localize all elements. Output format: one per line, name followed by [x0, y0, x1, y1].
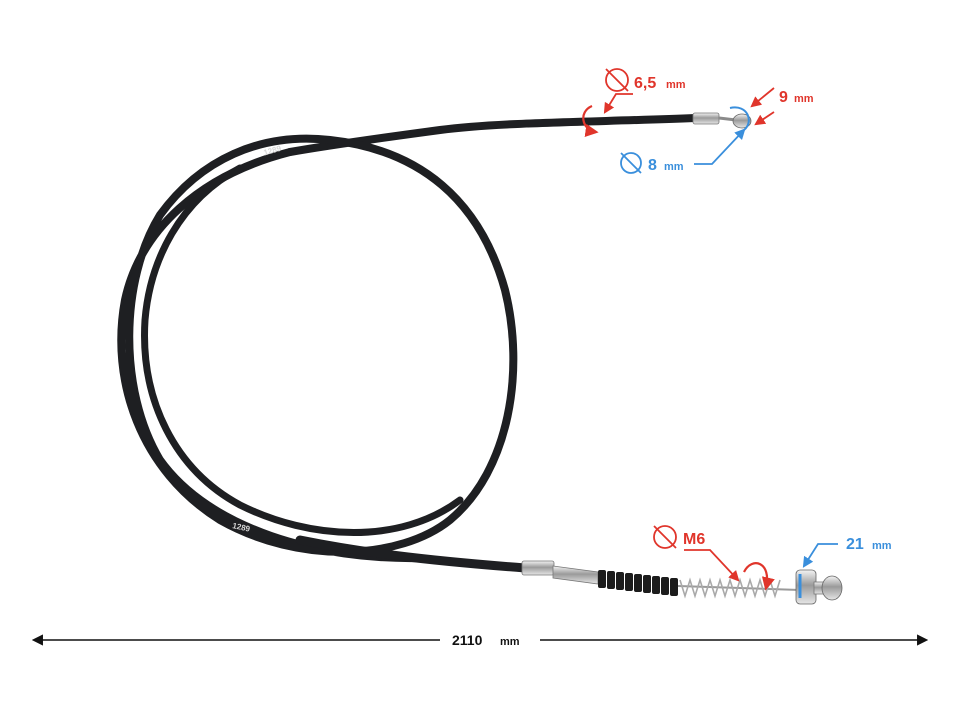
- threaded-adjuster: [552, 565, 599, 585]
- inner-diameter-unit: mm: [666, 79, 686, 91]
- cable-inner-loop: [141, 164, 464, 536]
- end-nipple: [821, 575, 843, 601]
- bottom-ferrule: [521, 560, 555, 576]
- nipple-length-unit: mm: [794, 93, 814, 105]
- brake-cable: [117, 114, 699, 573]
- top-cable-end: [692, 112, 752, 129]
- cable-bottom-run: [295, 535, 530, 573]
- bottom-cable-end: [521, 560, 843, 605]
- inner-diameter-value: 6,5: [634, 75, 656, 92]
- nipple-diameter-unit: mm: [664, 161, 684, 173]
- top-nipple: [732, 113, 752, 129]
- end-length-value: 21: [846, 536, 864, 553]
- nipple-length-value: 9: [779, 89, 788, 106]
- cable-outer-loop: [117, 134, 518, 563]
- cable-top-run: [286, 114, 699, 156]
- thread-value: M6: [683, 531, 705, 548]
- cable-print-text-lower: 1289: [232, 521, 252, 534]
- annotation-end-length: 21 mm: [798, 536, 892, 598]
- cable-print-mark-lower: 1289: [232, 521, 252, 534]
- annotation-thread: M6: [653, 525, 775, 591]
- nipple-diameter-value: 8: [648, 157, 657, 174]
- total-length-unit: mm: [500, 636, 520, 648]
- total-length-value: 2110: [452, 632, 483, 648]
- end-length-unit: mm: [872, 540, 892, 552]
- total-length-dimension: 2110 mm: [31, 632, 929, 648]
- annotation-inner-diameter: 6,5 mm: [582, 68, 686, 138]
- rubber-boot: [598, 570, 678, 596]
- annotation-nipple-diameter: 8 mm: [620, 106, 750, 174]
- annotation-nipple-length: 9 mm: [750, 87, 814, 126]
- top-ferrule: [692, 112, 720, 125]
